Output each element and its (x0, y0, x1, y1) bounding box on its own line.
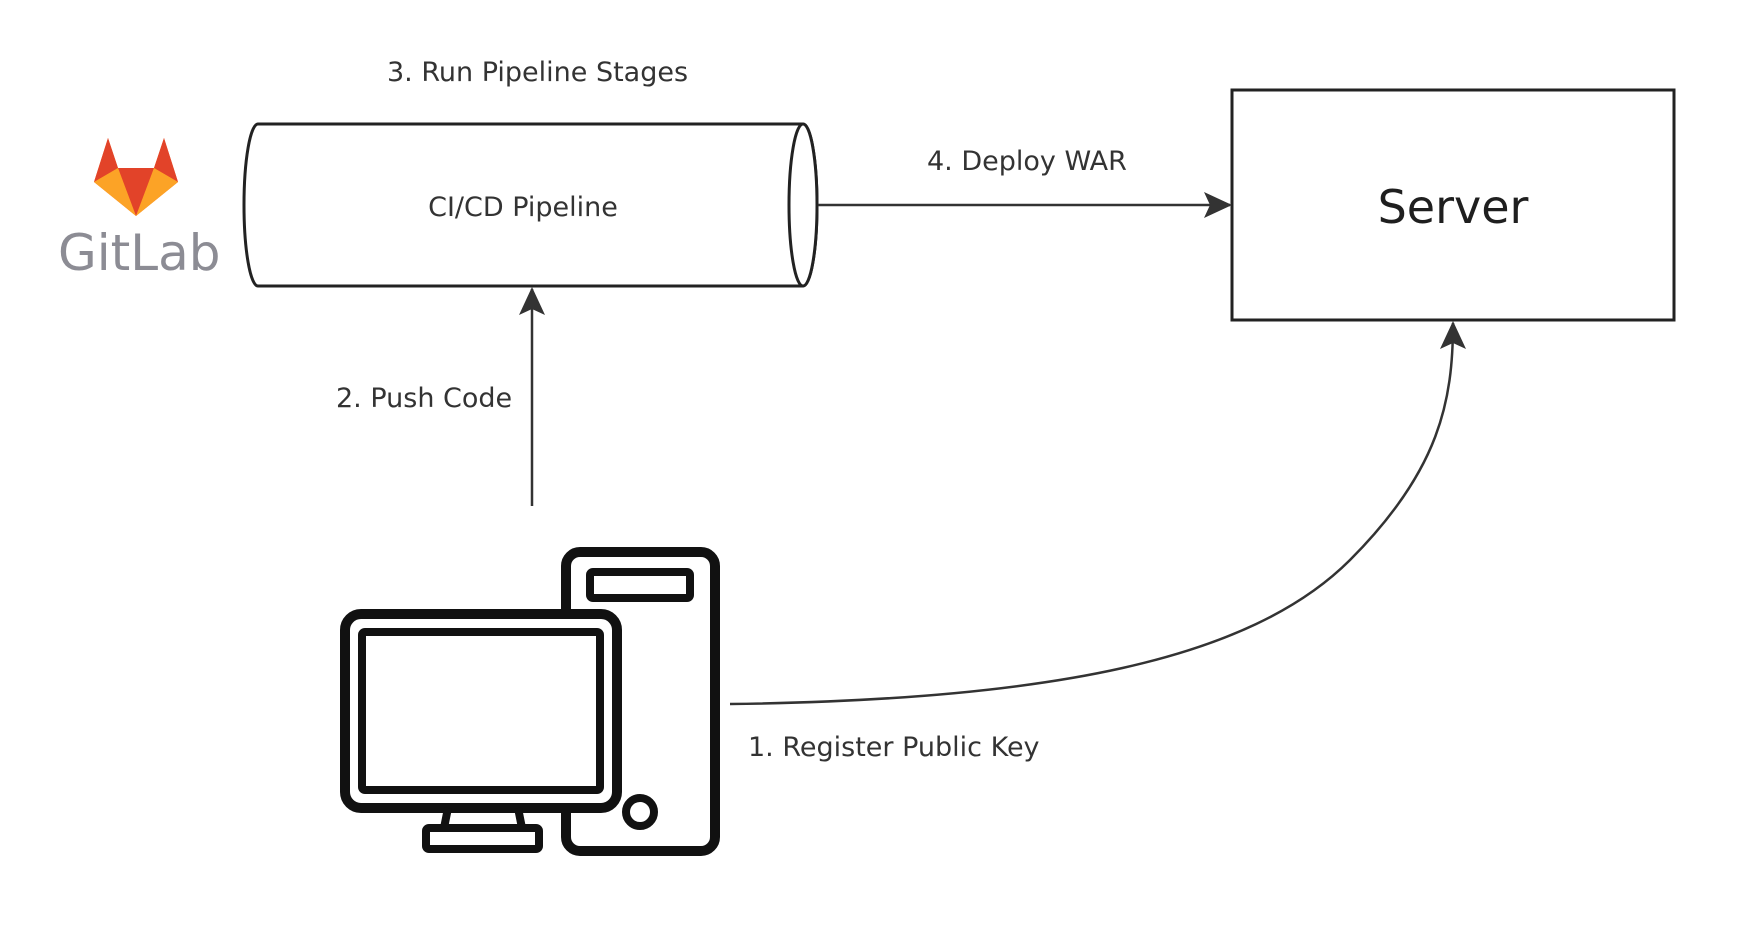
gitlab-logo: GitLab (58, 138, 220, 282)
desktop-computer-icon (340, 547, 720, 856)
monitor-outer (340, 609, 622, 813)
edge-deploy-war: 4. Deploy WAR (818, 146, 1232, 218)
tower-power-button (622, 794, 658, 830)
server-box (1230, 88, 1676, 322)
monitor-base (422, 824, 543, 853)
monitor-screen (358, 628, 604, 794)
server-label: Server (1378, 180, 1529, 234)
edge-register-key: 1. Register Public Key (729, 321, 1466, 763)
register-key-label: 1. Register Public Key (748, 732, 1040, 763)
register-key-arrow (729, 321, 1466, 706)
pipeline-cylinder-cap (787, 122, 819, 288)
tower-drive-slot (586, 568, 694, 602)
push-code-label: 2. Push Code (336, 383, 512, 414)
pipeline-node: CI/CD Pipeline (242, 122, 819, 288)
gitlab-fox-icon (94, 138, 178, 216)
server-node: Server (1230, 88, 1676, 322)
deploy-war-label: 4. Deploy WAR (927, 146, 1127, 177)
run-stages-label: 3. Run Pipeline Stages (387, 57, 688, 88)
edge-push-code: 2. Push Code (336, 287, 545, 506)
pipeline-label: CI/CD Pipeline (428, 192, 618, 223)
gitlab-wordmark: GitLab (58, 224, 220, 282)
